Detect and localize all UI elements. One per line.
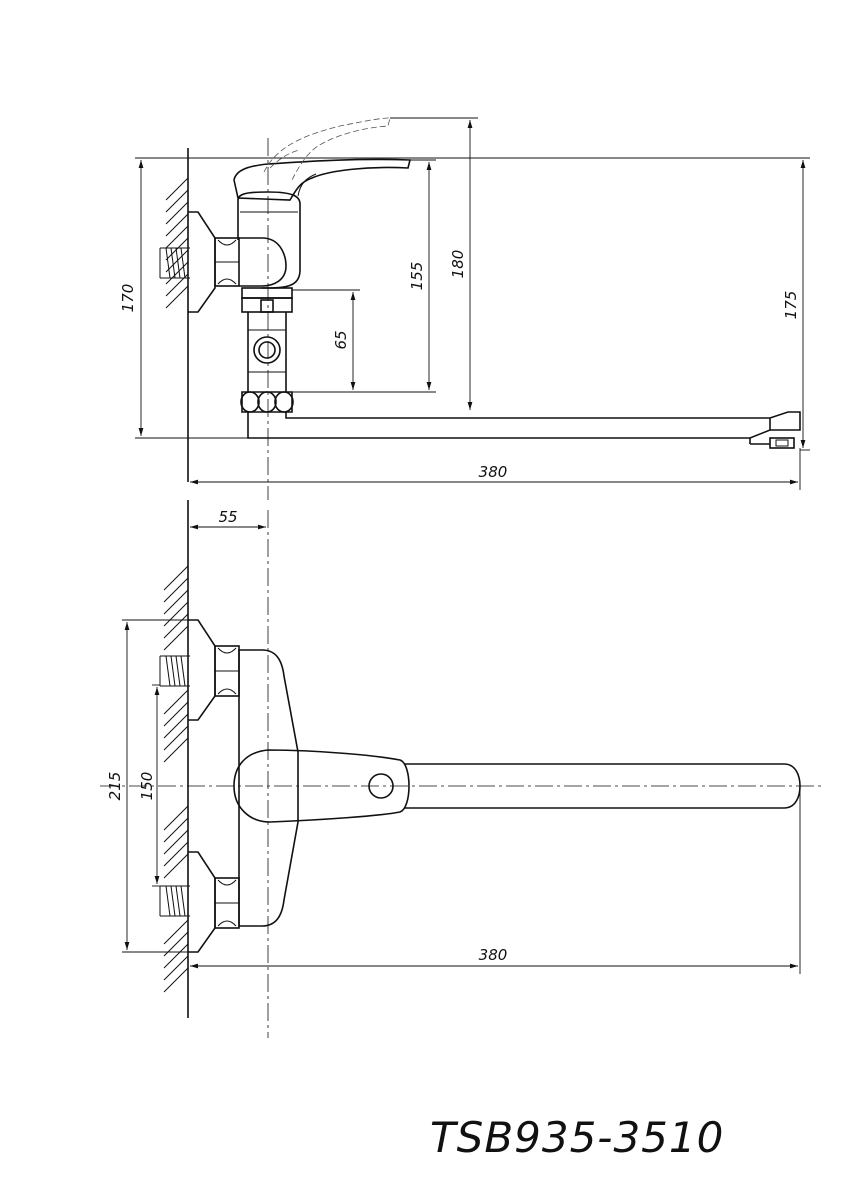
dimension-380-side: 380: [190, 448, 801, 490]
dimension-175: 175: [140, 157, 810, 451]
dimension-215: 215: [106, 619, 188, 953]
threaded-pipe-upper: [159, 655, 190, 687]
dimension-180-label: 180: [449, 250, 467, 279]
dimension-380-side-label: 380: [479, 463, 508, 481]
dimension-380-front-label: 380: [479, 946, 508, 964]
elbow-body-side: [239, 237, 287, 287]
dimension-150-label: 150: [138, 772, 156, 801]
model-code: TSB935-3510: [430, 1113, 724, 1162]
dimension-55-label: 55: [218, 508, 237, 526]
cartridge-body-side: [237, 191, 301, 289]
threaded-pipe-lower: [159, 885, 190, 917]
escutcheon-upper: [188, 619, 216, 721]
escutcheon-side: [188, 211, 216, 313]
dimension-170: 170: [119, 157, 248, 439]
spout-side: [247, 411, 801, 449]
dimension-380-front: 380: [190, 790, 801, 974]
dimension-55: 55: [190, 508, 266, 530]
lever-raised-ghost: [263, 117, 391, 181]
swivel-nut-side: [240, 391, 294, 413]
wall-hatching-front-lower: [163, 805, 189, 993]
dimension-65-label: 65: [332, 330, 350, 349]
dimension-170-label: 170: [119, 284, 137, 313]
hex-nut-lower: [214, 877, 240, 929]
mixer-body-front: [238, 649, 299, 927]
hex-nut-upper: [214, 645, 240, 697]
threaded-pipe-side: [159, 247, 190, 279]
hex-nut-side: [214, 237, 240, 287]
escutcheon-lower: [188, 851, 216, 953]
side-view: 170 155 180 65 175: [119, 117, 810, 500]
dimension-155-label: 155: [408, 262, 426, 291]
wall-hatching-front-upper: [163, 565, 189, 763]
front-view: 55: [100, 500, 825, 1038]
lever-handle-side: [233, 158, 412, 201]
dimension-175-label: 175: [782, 291, 800, 320]
wall-hatching-side: [165, 177, 189, 309]
dimension-65: 65: [292, 289, 360, 390]
dimension-215-label: 215: [106, 772, 124, 801]
dimension-155: 155: [292, 159, 436, 393]
dimension-180: 180: [390, 117, 478, 410]
spout-housing-side: [241, 287, 293, 392]
dimension-150: 150: [138, 684, 160, 887]
